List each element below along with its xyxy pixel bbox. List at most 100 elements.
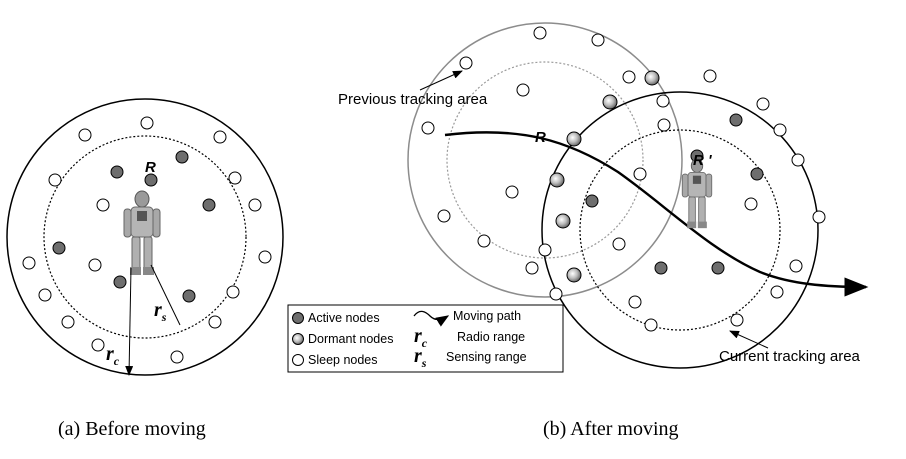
sleep-node [812,210,826,224]
radio-radius-line [125,267,134,376]
active-node [750,167,764,181]
dormant-node [644,70,660,86]
active-node [729,113,743,127]
active-node [202,198,216,212]
active-nodes-after [585,113,764,275]
robot-figure [123,190,161,276]
caption-before: (a) Before moving [58,418,206,440]
sleep-node [633,167,647,181]
sleep-node [612,237,626,251]
sleep-node [88,258,102,272]
sleep-node [773,123,787,137]
sensing-range-circle [43,135,247,339]
legend-dormant-swatch [292,333,304,345]
active-node [711,261,725,275]
sleep-node [91,338,105,352]
sleep-node [538,243,552,257]
active-nodes [52,150,216,303]
previous-radio-circle [407,22,683,298]
panel-after: R R ' Previous tracking area Current tra… [338,22,869,369]
dormant-node [566,267,582,283]
active-node [110,165,124,179]
dormant-node [602,94,618,110]
sleep-node [140,116,154,130]
sleep-node [170,350,184,364]
sensing-radius-label: rs [154,299,167,324]
legend-radio-symbol: rc [414,325,428,350]
sleep-node [549,287,563,301]
legend-active-label: Active nodes [308,311,380,325]
sleep-node [78,128,92,142]
sleep-node [61,315,75,329]
legend-dormant-label: Dormant nodes [308,332,393,346]
legend-path-label: Moving path [453,309,521,323]
robot-label-previous: R [535,129,546,146]
current-radio-circle [541,91,819,369]
previous-area-pointer [419,70,463,91]
dormant-nodes-after [549,70,660,283]
current-area-label: Current tracking area [719,348,861,365]
sleep-node [770,285,784,299]
sleep-node [525,261,539,275]
sleep-node [22,256,36,270]
sleep-node [756,97,770,111]
sleep-node [730,313,744,327]
active-node [113,275,127,289]
robot-figure-current [681,158,713,229]
sleep-node [459,56,473,70]
sleep-node [628,295,642,309]
sleep-node [228,171,242,185]
sleep-node [208,315,222,329]
radio-radius-label: rc [106,343,120,368]
sleep-node [213,130,227,144]
sensing-radius-line [150,264,181,326]
active-node [654,261,668,275]
current-area-pointer [729,330,769,349]
legend-radio-label: Radio range [457,330,525,344]
legend-active-swatch [292,312,304,324]
dormant-node [566,131,582,147]
legend-path-swatch [413,310,450,327]
legend-sensing-symbol: rs [414,345,427,370]
legend-sleep-swatch [292,354,304,366]
moving-path [444,131,869,297]
sleep-node [477,234,491,248]
sleep-node [791,153,805,167]
sleep-node [38,288,52,302]
dormant-node [555,213,571,229]
sleep-node [505,185,519,199]
radio-range-circle [6,98,284,376]
sleep-node [703,69,717,83]
active-node [182,289,196,303]
sleep-node [248,198,262,212]
active-node [52,241,66,255]
sleep-node [789,259,803,273]
caption-after: (b) After moving [543,418,679,440]
legend: Active nodes Dormant nodes Sleep nodes M… [287,304,564,373]
active-node [144,173,158,187]
sleep-node [96,198,110,212]
sleep-nodes-after [421,26,826,332]
sleep-nodes [22,116,272,364]
previous-area-label: Previous tracking area [338,91,488,108]
sleep-node [516,83,530,97]
sleep-node [657,118,671,132]
sleep-node [258,250,272,264]
panel-before: R rs rc [6,98,284,376]
current-sensing-circle [579,129,781,331]
sleep-node [622,70,636,84]
legend-sensing-label: Sensing range [446,350,527,364]
sleep-node [226,285,240,299]
sleep-node [744,197,758,211]
active-node [175,150,189,164]
legend-sleep-label: Sleep nodes [308,353,378,367]
robot-label-before: R [145,159,156,176]
active-node [585,194,599,208]
sleep-node [644,318,658,332]
dormant-node [549,172,565,188]
sleep-node [437,209,451,223]
sleep-node [533,26,547,40]
sleep-node [48,173,62,187]
sleep-node [656,94,670,108]
